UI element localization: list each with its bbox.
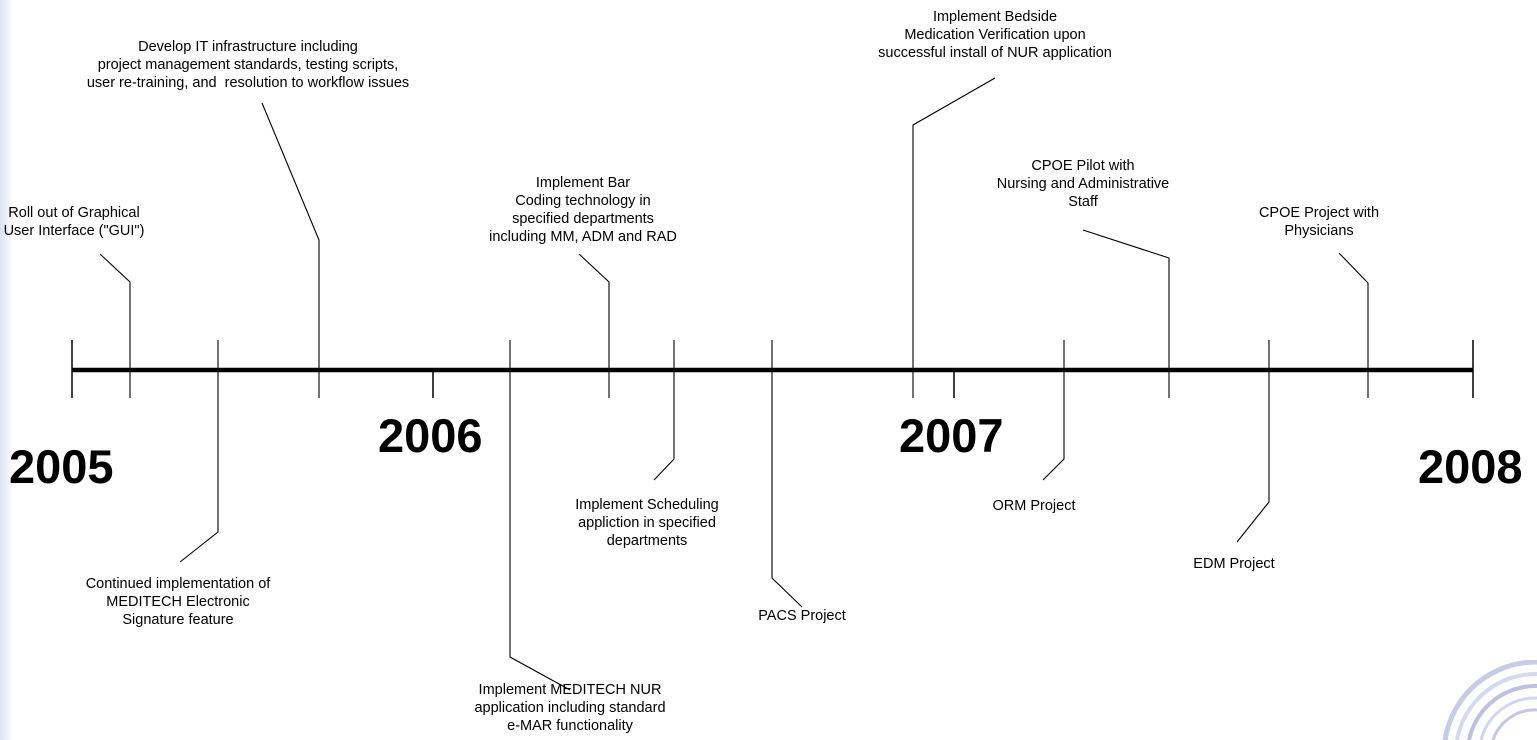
year-label-2007: 2007 <box>899 409 1004 462</box>
milestone-edm: EDM Project <box>1193 556 1275 572</box>
milestone-nur-application: Implement MEDITECH NUR application inclu… <box>474 682 666 734</box>
connector-cpoe-physicians <box>1338 252 1369 398</box>
connector-bedside-verification <box>912 77 996 398</box>
connector-pacs <box>771 340 803 608</box>
connector-nur-application <box>509 340 571 691</box>
swirl-logo <box>1442 660 1537 740</box>
connector-scheduling <box>653 340 675 481</box>
milestone-bedside-verification: Implement Bedside Medication Verificatio… <box>878 9 1112 61</box>
connector-edm <box>1236 340 1270 543</box>
milestone-cpoe-pilot: CPOE Pilot with Nursing and Administrati… <box>996 158 1170 210</box>
milestone-it-infrastructure: Develop IT infrastructure including proj… <box>86 39 410 91</box>
connector-it-infrastructure <box>261 102 320 398</box>
connector-gui <box>99 253 131 398</box>
milestone-orm: ORM Project <box>992 498 1076 514</box>
milestone-cpoe-physicians: CPOE Project with Physicians <box>1258 205 1380 239</box>
milestone-esignature: Continued implementation of MEDITECH Ele… <box>85 576 271 628</box>
connector-cpoe-pilot <box>1082 229 1170 398</box>
year-label-2005: 2005 <box>9 440 114 493</box>
milestone-pacs: PACS Project <box>758 608 846 624</box>
year-label-2008: 2008 <box>1418 440 1523 493</box>
milestone-gui: Roll out of Graphical User Interface ("G… <box>3 205 145 239</box>
connector-esignature <box>179 340 219 563</box>
side-gradient <box>0 0 14 740</box>
connector-bar-coding <box>578 253 610 398</box>
milestone-bar-coding: Implement Bar Coding technology in speci… <box>489 175 677 245</box>
year-label-2006: 2006 <box>378 409 483 462</box>
connector-orm <box>1042 340 1065 481</box>
milestone-scheduling: Implement Scheduling appliction in speci… <box>575 497 719 549</box>
